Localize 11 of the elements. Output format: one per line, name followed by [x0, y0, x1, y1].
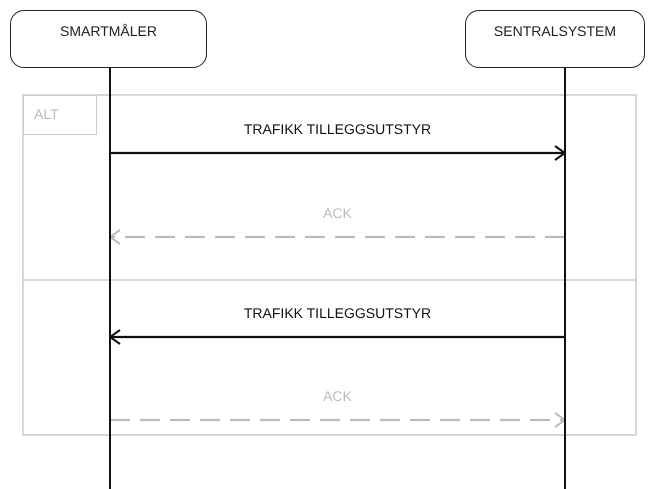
- message-arrow: [110, 412, 566, 428]
- message-arrow: [109, 329, 565, 345]
- edge-label: TRAFIKK TILLEGGSUTSTYR: [242, 305, 432, 321]
- participant-box: SENTRALSYSTEM: [465, 10, 645, 68]
- message-arrow: [110, 145, 566, 161]
- participant-box: SMARTMÅLER: [10, 10, 207, 68]
- frame-tag: ALT: [23, 95, 97, 135]
- message-arrow: [109, 229, 565, 245]
- edge-label: ACK: [322, 205, 353, 221]
- edge-label: TRAFIKK TILLEGGSUTSTYR: [242, 121, 432, 137]
- edge-label: ACK: [322, 388, 353, 404]
